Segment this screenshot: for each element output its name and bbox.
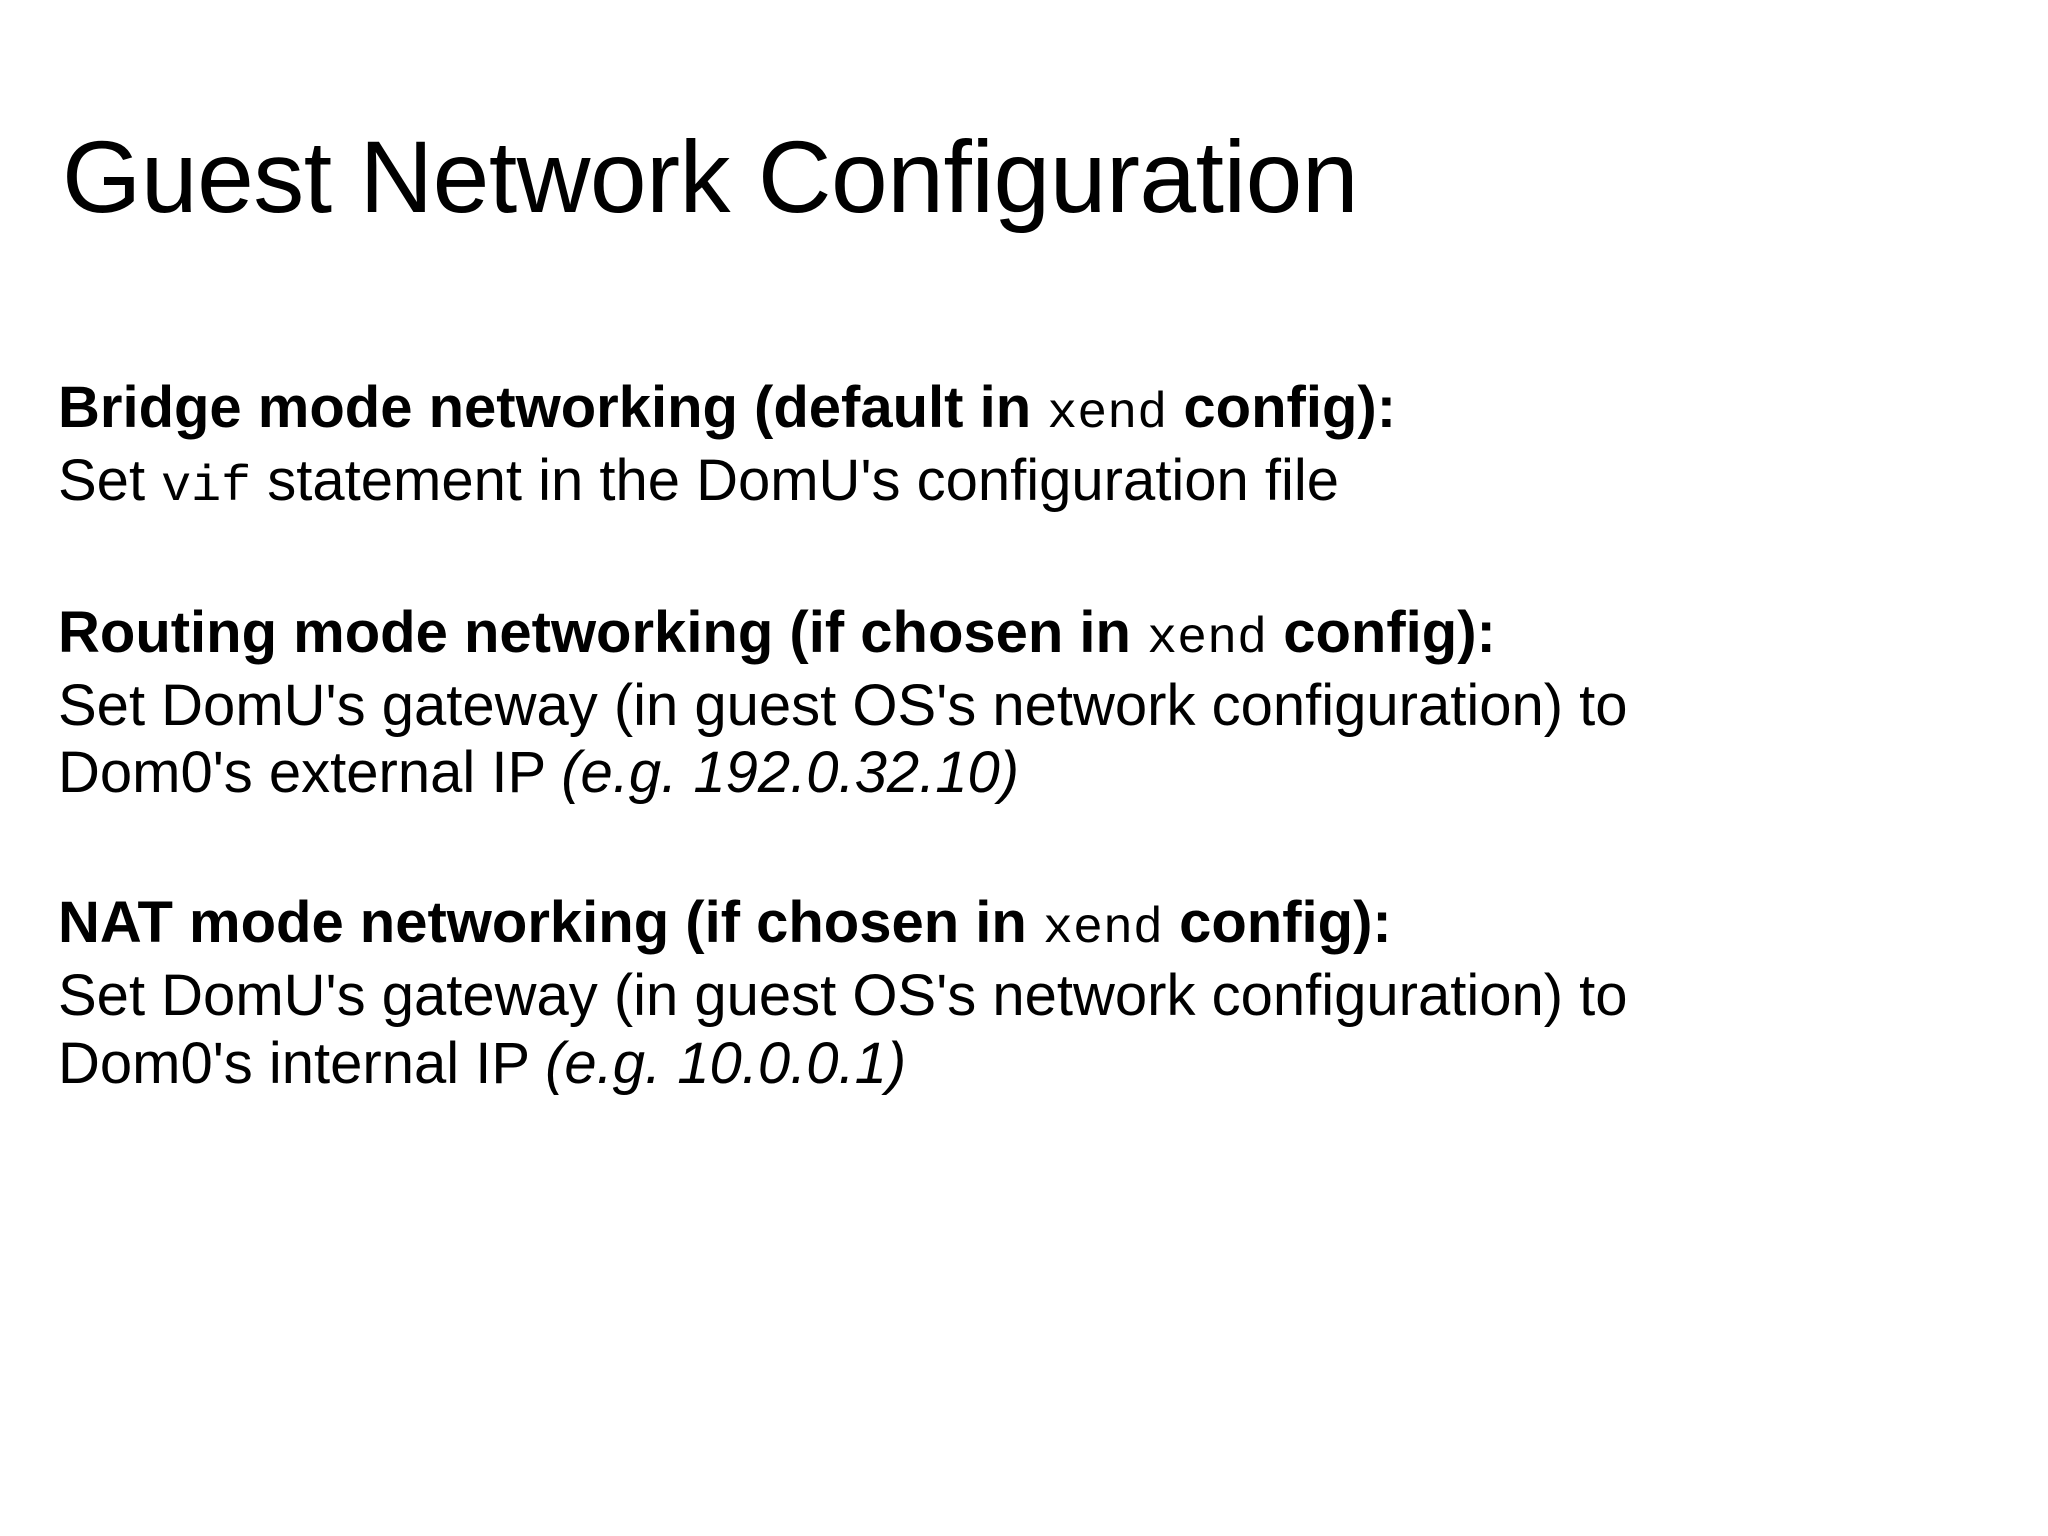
section-body-routing-mode: Set DomU's gateway (in guest OS's networ… <box>58 672 1998 808</box>
body-line: Dom0's external IP (e.g. 192.0.32.10) <box>58 739 1998 807</box>
body-code-vif: vif <box>161 458 252 516</box>
section-routing-mode: Routing mode networking (if chosen in xe… <box>58 599 1998 807</box>
section-heading-routing-mode: Routing mode networking (if chosen in xe… <box>58 599 1998 670</box>
section-heading-bridge-mode: Bridge mode networking (default in xend … <box>58 374 1998 445</box>
body-text-before-code: Set <box>58 447 162 513</box>
heading-text-after-code: config): <box>1162 890 1392 956</box>
section-body-bridge-mode: Set vif statement in the DomU's configur… <box>58 447 1998 518</box>
body-line: Set DomU's gateway (in guest OS's networ… <box>58 962 1998 1030</box>
heading-code-xend: xend <box>1047 386 1168 443</box>
section-heading-nat-mode: NAT mode networking (if chosen in xend c… <box>58 889 1998 960</box>
body-line: Set DomU's gateway (in guest OS's networ… <box>58 672 1998 740</box>
heading-code-xend: xend <box>1147 611 1268 668</box>
body-text-before-code: Set DomU's gateway (in guest OS's networ… <box>58 672 1628 738</box>
body-line: Dom0's internal IP (e.g. 10.0.0.1) <box>58 1030 1998 1098</box>
body-text-before-code: Set DomU's gateway (in guest OS's networ… <box>58 962 1628 1028</box>
body-line: Set vif statement in the DomU's configur… <box>58 447 1998 518</box>
page-title: Guest Network Configuration <box>62 120 1359 235</box>
heading-code-xend: xend <box>1042 901 1163 959</box>
heading-text-before-code: Routing mode networking (if chosen in <box>58 600 1148 665</box>
section-nat-mode: NAT mode networking (if chosen in xend c… <box>58 889 1998 1097</box>
body-italic-example: (e.g. 192.0.32.10) <box>561 740 1020 806</box>
heading-text-after-code: config): <box>1267 600 1496 665</box>
body-text-after-code: statement in the DomU's configuration fi… <box>251 447 1339 513</box>
slide-body: Bridge mode networking (default in xend … <box>58 374 1998 1097</box>
heading-text-after-code: config): <box>1167 375 1397 440</box>
section-body-nat-mode: Set DomU's gateway (in guest OS's networ… <box>58 962 1998 1098</box>
body-text-before-code: Dom0's internal IP <box>58 1030 546 1096</box>
body-text-before-code: Dom0's external IP <box>58 740 562 806</box>
section-bridge-mode: Bridge mode networking (default in xend … <box>58 374 1998 517</box>
heading-text-before-code: Bridge mode networking (default in <box>58 375 1048 440</box>
body-italic-example: (e.g. 10.0.0.1) <box>545 1030 907 1096</box>
heading-text-before-code: NAT mode networking (if chosen in <box>58 890 1043 956</box>
